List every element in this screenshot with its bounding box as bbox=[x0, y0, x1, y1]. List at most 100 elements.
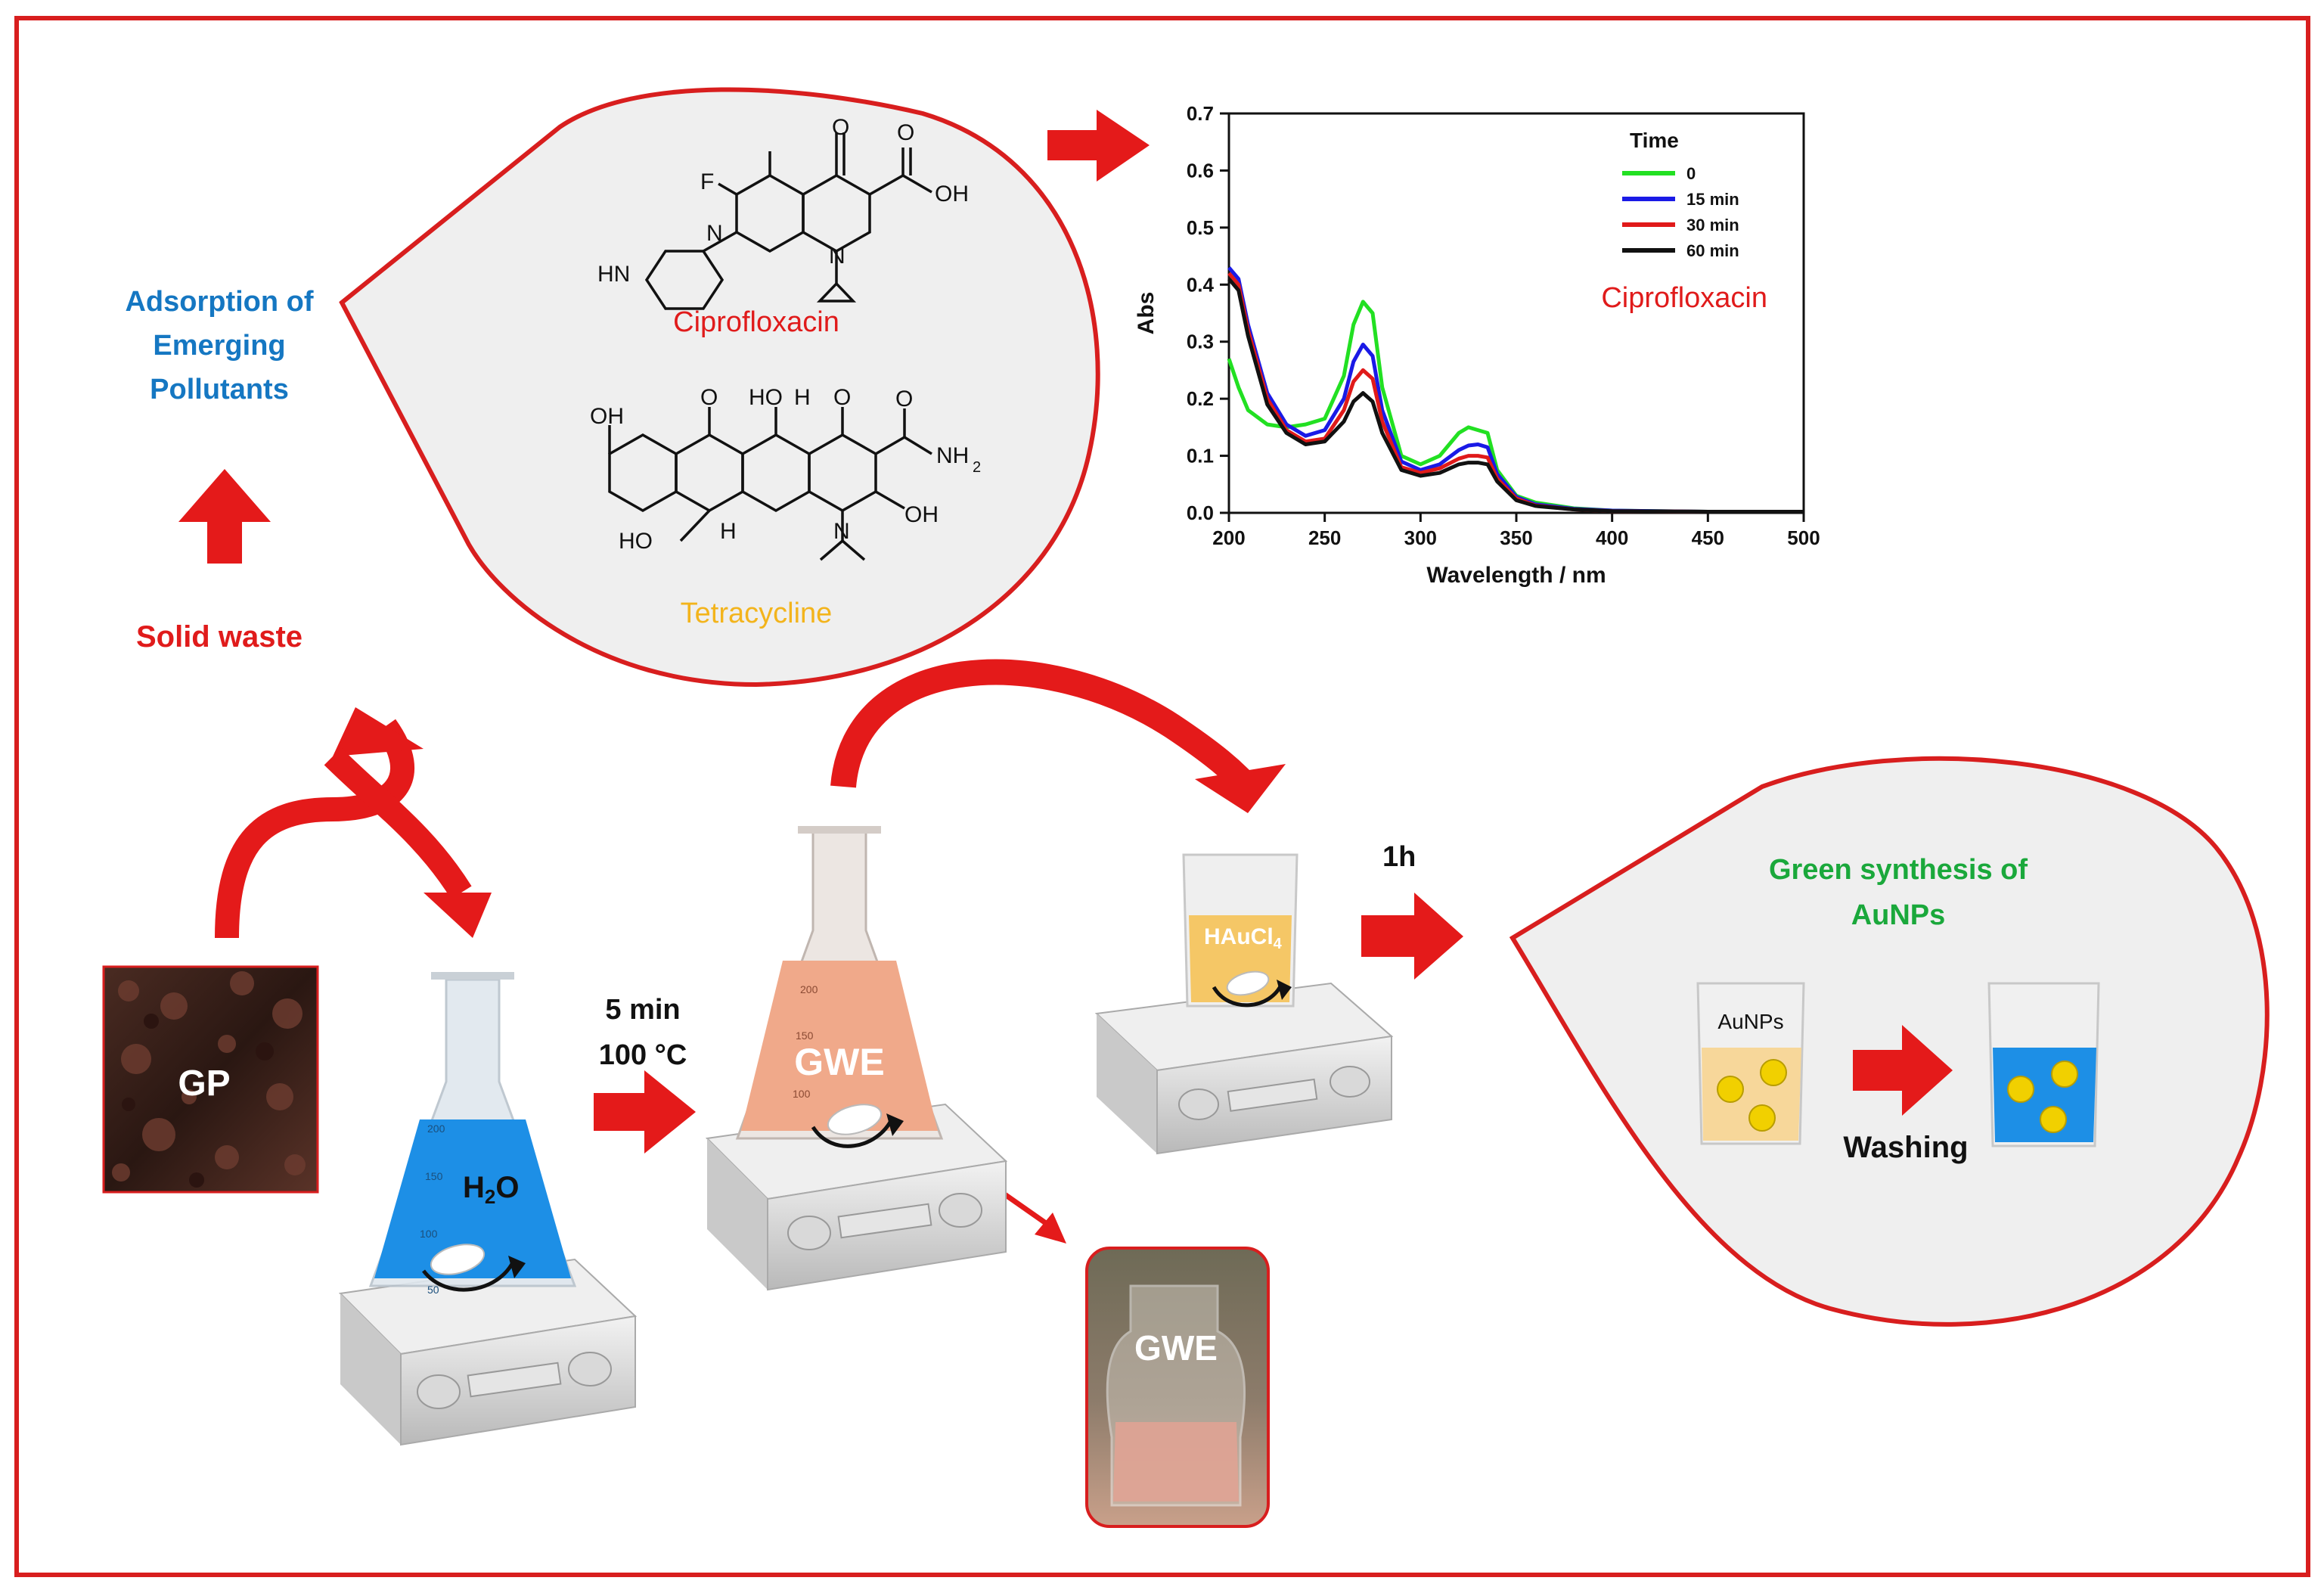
legend-label-1: 15 min bbox=[1686, 190, 1739, 209]
tetra-ho2: HO bbox=[619, 529, 653, 554]
cipro-oh: OH bbox=[935, 182, 969, 206]
y-tick-label: 0.6 bbox=[1187, 159, 1214, 182]
one-hour-label: 1h bbox=[1382, 841, 1416, 873]
svg-text:200: 200 bbox=[427, 1123, 445, 1135]
svg-text:100: 100 bbox=[793, 1088, 811, 1100]
y-tick-label: 0.2 bbox=[1187, 387, 1214, 410]
cipro-o: O bbox=[832, 115, 849, 140]
gwe-photo-label: GWE bbox=[1134, 1328, 1218, 1368]
cipro-oh-o: O bbox=[897, 120, 914, 145]
stirrer-plate-3 bbox=[1094, 982, 1394, 1155]
x-tick-label: 250 bbox=[1308, 526, 1341, 549]
arrow-5min bbox=[594, 1070, 696, 1154]
h2o-label: H2O bbox=[463, 1171, 519, 1209]
x-tick-label: 450 bbox=[1692, 526, 1724, 549]
chart-annotation: Ciprofloxacin bbox=[1601, 282, 1767, 314]
ciprofloxacin-atoms: F O O OH HN N N bbox=[597, 115, 969, 287]
cipro-n2: N bbox=[829, 244, 846, 269]
curve-gp-to-waste bbox=[215, 719, 414, 939]
arrow-up-solid-waste bbox=[178, 469, 271, 564]
cipro-hn: HN bbox=[597, 262, 630, 287]
stirrer-plate-1 bbox=[338, 1258, 638, 1446]
h2o-h: H bbox=[463, 1171, 485, 1204]
gwe-flask-label: GWE bbox=[794, 1041, 885, 1083]
haucl4-label: HAuCl4 bbox=[1204, 924, 1282, 953]
curved-arrows bbox=[215, 659, 1286, 939]
outer-frame bbox=[14, 16, 2310, 1577]
cipro-n1: N bbox=[706, 221, 723, 246]
y-tick-label: 0.0 bbox=[1187, 502, 1214, 524]
extract-flask-marks: 200 150 100 bbox=[793, 983, 818, 1100]
y-tick-label: 0.5 bbox=[1187, 216, 1214, 239]
legend-title: Time bbox=[1630, 129, 1679, 152]
aunps-label: AuNPs bbox=[1717, 1010, 1784, 1033]
curve-to-water bbox=[324, 747, 472, 899]
y-tick-label: 0.3 bbox=[1187, 331, 1214, 353]
y-tick-label: 0.1 bbox=[1187, 445, 1214, 467]
tetra-ho1: HO bbox=[749, 385, 783, 410]
y-tick-label: 0.7 bbox=[1187, 102, 1214, 125]
tetra-oh1: OH bbox=[590, 404, 624, 429]
legend-label-3: 60 min bbox=[1686, 241, 1739, 260]
aunps-beaker-after bbox=[1987, 982, 2100, 1147]
svg-text:50: 50 bbox=[427, 1284, 439, 1296]
ciprofloxacin-label: Ciprofloxacin bbox=[673, 306, 839, 338]
arrow-to-chart bbox=[1047, 110, 1150, 182]
adsorption-label: Adsorption of Emerging Pollutants bbox=[125, 286, 314, 405]
h2o-sub: 2 bbox=[484, 1185, 496, 1208]
tetracycline-structure bbox=[608, 407, 932, 561]
x-tick-label: 400 bbox=[1596, 526, 1628, 549]
tetra-o1: O bbox=[700, 385, 718, 410]
green-synthesis-label: Green synthesis of AuNPs bbox=[1768, 854, 2028, 931]
x-tick-label: 500 bbox=[1787, 526, 1820, 549]
y-tick-label: 0.4 bbox=[1187, 273, 1215, 296]
tetracycline-label: Tetracycline bbox=[680, 598, 833, 629]
aunps-beaker-before bbox=[1696, 982, 1805, 1145]
grape-pomace-image bbox=[102, 965, 319, 1194]
tetra-n: N bbox=[833, 519, 850, 544]
tetra-o3: O bbox=[895, 387, 913, 411]
cipro-f: F bbox=[700, 169, 714, 194]
water-flask bbox=[368, 972, 577, 1292]
legend-label-0: 0 bbox=[1686, 164, 1696, 183]
tetra-h1: H bbox=[794, 385, 811, 410]
legend-label-2: 30 min bbox=[1686, 216, 1739, 234]
tetra-nh2: NH bbox=[936, 443, 969, 468]
arrow-washing bbox=[1853, 1025, 1953, 1116]
gp-label: GP bbox=[178, 1064, 231, 1104]
h2o-o: O bbox=[495, 1171, 520, 1204]
water-flask-marks: 200 150 100 50 bbox=[420, 1123, 445, 1296]
tetra-h2: H bbox=[720, 519, 737, 544]
svg-text:200: 200 bbox=[800, 983, 818, 995]
tetra-nh2-subscript: 2 bbox=[973, 459, 981, 476]
x-tick-label: 200 bbox=[1212, 526, 1245, 549]
solid-waste-label: Solid waste bbox=[135, 620, 303, 654]
curve-gwe-to-gold bbox=[830, 659, 1250, 789]
tetracycline-atoms: OH O HO H O O NH OH HO H N bbox=[590, 385, 969, 554]
gwe-photo bbox=[1085, 1247, 1270, 1528]
series-line-3 bbox=[1227, 278, 1804, 514]
extract-flask bbox=[735, 826, 944, 1148]
svg-text:100: 100 bbox=[420, 1228, 438, 1240]
y-axis-label: Abs bbox=[1134, 292, 1159, 335]
svg-text:150: 150 bbox=[425, 1170, 443, 1182]
tetra-oh2: OH bbox=[904, 502, 939, 527]
arrow-1h bbox=[1361, 893, 1463, 980]
gold-beaker bbox=[1182, 853, 1299, 1008]
arrow-to-photo-head bbox=[1035, 1213, 1066, 1244]
pollutants-bubble bbox=[339, 87, 1100, 688]
chart-plot-area bbox=[1227, 112, 1805, 514]
synthesis-bubble bbox=[1509, 756, 2270, 1327]
uv-vis-chart: 200 250 300 350 400 450 500 0.0 0.1 0.2 0.3 0.4 0.5 0… bbox=[1134, 102, 1820, 588]
x-tick-label: 300 bbox=[1404, 526, 1437, 549]
x-axis-label: Wavelength / nm bbox=[1426, 563, 1606, 588]
svg-text:150: 150 bbox=[796, 1029, 814, 1042]
haucl-sub: 4 bbox=[1273, 936, 1282, 952]
tetra-o2: O bbox=[833, 385, 851, 410]
time-temperature-label: 5 min 100 °C bbox=[598, 994, 687, 1071]
x-tick-label: 350 bbox=[1500, 526, 1532, 549]
haucl-text: HAuCl bbox=[1204, 924, 1274, 949]
ciprofloxacin-structure bbox=[644, 132, 932, 310]
